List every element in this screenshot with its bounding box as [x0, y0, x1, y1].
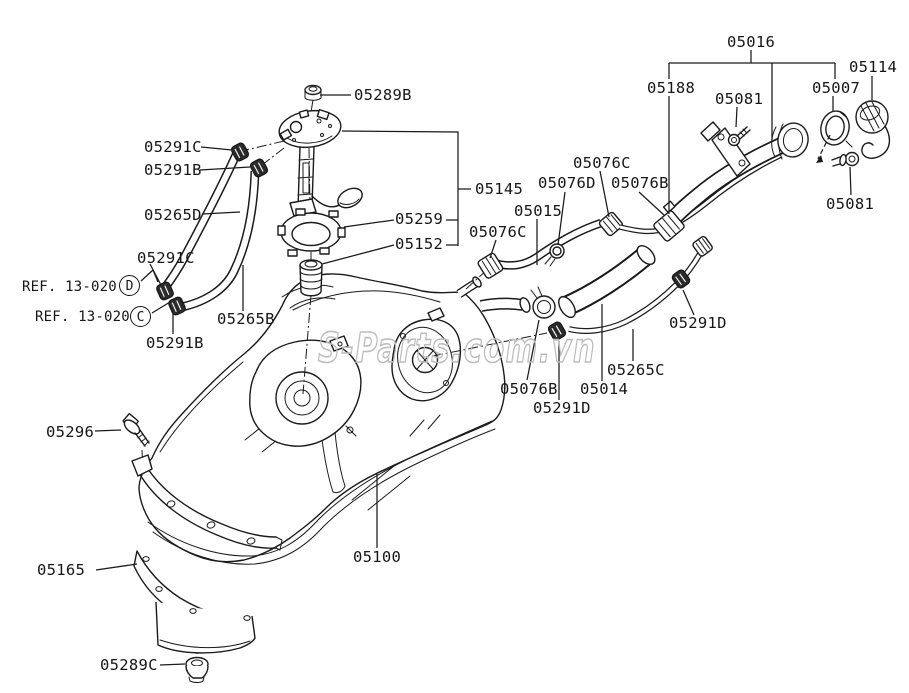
- part-label-05291D-a: 05291D: [669, 314, 727, 332]
- part-label-05259: 05259: [395, 210, 444, 228]
- part-label-05291B-a: 05291B: [144, 161, 202, 179]
- part-label-05291C-b: 05291C: [137, 249, 195, 267]
- lock-ring-05259: [277, 208, 346, 257]
- vent-hose-05265C: [568, 250, 704, 334]
- part-label-05100: 05100: [353, 548, 402, 566]
- part-label-05014: 05014: [580, 380, 629, 398]
- pump-sender-assembly-05145: [278, 84, 363, 231]
- ref-callout-d-text: REF. 13-020: [22, 279, 117, 295]
- heat-shield-05165: [133, 550, 256, 654]
- part-label-05007: 05007: [812, 79, 861, 97]
- mount-bolt-05296: [122, 413, 150, 447]
- filler-hose-05014: [530, 245, 656, 341]
- part-label-05145: 05145: [475, 180, 524, 198]
- fuel-tank-05100: [138, 273, 531, 565]
- tank-strap: [131, 454, 283, 551]
- part-label-05076C-b: 05076C: [469, 223, 527, 241]
- breather-hose-05015: [477, 211, 624, 279]
- part-label-05296: 05296: [46, 423, 95, 441]
- part-label-05076C-a: 05076C: [573, 154, 631, 172]
- ref-callout-d-circle: D: [119, 275, 140, 296]
- part-label-05076B-b: 05076B: [500, 380, 558, 398]
- leader-lines: [94, 50, 873, 666]
- filler-pipe-assembly-05016: [619, 121, 809, 257]
- part-label-05152: 05152: [395, 235, 444, 253]
- part-label-05289B: 05289B: [354, 86, 412, 104]
- gasket-05007: [816, 110, 853, 163]
- part-label-05188: 05188: [647, 79, 696, 97]
- part-label-05081-b: 05081: [826, 195, 875, 213]
- part-label-05291C-a: 05291C: [144, 138, 202, 156]
- part-label-05015: 05015: [514, 202, 563, 220]
- part-label-05291D-b: 05291D: [533, 399, 591, 417]
- part-label-05076B-a: 05076B: [611, 174, 669, 192]
- part-label-05114: 05114: [849, 58, 898, 76]
- part-label-05291B-b: 05291B: [146, 334, 204, 352]
- fuel-hoses-left: [156, 142, 269, 316]
- seal-spacer-05152: [299, 259, 323, 297]
- fuel-cap-05114: [855, 100, 891, 159]
- part-label-05265B: 05265B: [217, 310, 275, 328]
- part-label-05165: 05165: [37, 561, 86, 579]
- part-label-05016: 05016: [727, 33, 776, 51]
- ref-callout-c-text: REF. 13-020: [35, 309, 130, 325]
- watermark-text: S-Parts.com.vn: [318, 324, 596, 372]
- cushion-plug-05289C: [185, 656, 209, 683]
- part-label-05289C: 05289C: [100, 656, 158, 674]
- part-label-05081-a: 05081: [715, 90, 764, 108]
- part-label-05265C: 05265C: [607, 361, 665, 379]
- bolts-05081: [727, 126, 860, 167]
- part-label-05265D: 05265D: [144, 206, 202, 224]
- ref-callout-c-circle: C: [130, 306, 151, 327]
- part-label-05076D: 05076D: [538, 174, 596, 192]
